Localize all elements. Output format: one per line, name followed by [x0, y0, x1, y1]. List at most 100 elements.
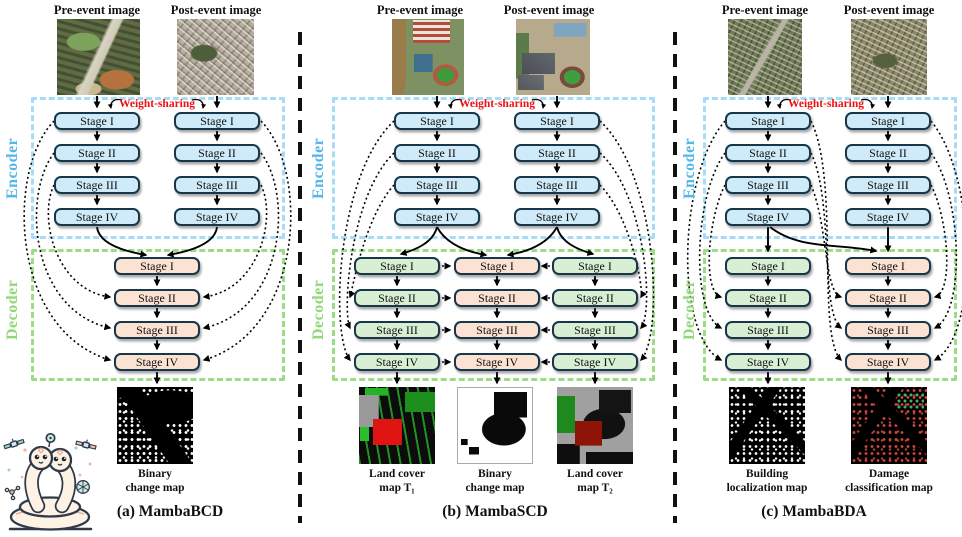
encoder-stage-box: Stage IV [845, 208, 931, 226]
decoder-stage-box: Stage III [725, 321, 811, 339]
satellite-icon [3, 438, 25, 450]
decoder-stage-box: Stage I [552, 257, 638, 275]
encoder-stage-box: Stage III [174, 176, 260, 194]
encoder-stage-box: Stage II [54, 144, 140, 162]
post-event-image-label: Post-event image [170, 3, 262, 17]
output-label-line: Damage [868, 468, 910, 480]
panel-b-caption: (b) MambaSCD [442, 503, 548, 520]
binary-change-map-image [457, 387, 533, 464]
encoder-stage-box: Stage III [394, 176, 480, 194]
encoder-stage-box: Stage III [514, 176, 600, 194]
encoder-stage-box: Stage III [54, 176, 140, 194]
decoder-stage-box: Stage I [354, 257, 440, 275]
pre-event-satellite-image [57, 19, 140, 95]
encoder-stage-box: Stage II [394, 144, 480, 162]
decoder-stage-box: Stage I [454, 257, 540, 275]
weight-sharing-label: Weight-sharing [787, 98, 865, 110]
panel-a-caption: (a) MambaBCD [116, 503, 224, 520]
decoder-stage-box: Stage IV [114, 353, 200, 371]
pre-event-image-label: Pre-event image [376, 3, 464, 17]
encoder-stage-box: Stage IV [725, 208, 811, 226]
land-cover-map-t1-image [359, 387, 435, 464]
encoder-stage-box: Stage II [174, 144, 260, 162]
decoder-stage-box: Stage II [354, 289, 440, 307]
output-label-line: localization map [726, 482, 808, 495]
encoder-stage-box: Stage II [725, 144, 811, 162]
decoder-stage-box: Stage III [114, 321, 200, 339]
weight-sharing-label: Weight-sharing [118, 98, 196, 110]
output-label-line: map T₂ [577, 482, 613, 495]
building-localization-map-image [729, 387, 805, 464]
encoder-stage-box: Stage I [54, 112, 140, 130]
molecule-icon [4, 485, 21, 501]
output-label: Land cover map T₁ [369, 467, 425, 495]
pre-event-satellite-image [392, 19, 464, 95]
decoder-stage-box: Stage II [845, 289, 931, 307]
decoder-stage-box: Stage II [454, 289, 540, 307]
land-cover-map-t2-image [557, 387, 633, 464]
panel-c-caption: (c) MambaBDA [761, 503, 867, 520]
output-label-line: Binary [138, 468, 172, 480]
encoder-stage-box: Stage IV [54, 208, 140, 226]
pre-event-image-label: Pre-event image [721, 3, 809, 17]
decoder-stage-box: Stage III [354, 321, 440, 339]
encoder-stage-box: Stage IV [174, 208, 260, 226]
decoder-stage-box: Stage II [552, 289, 638, 307]
undamaged-buildings-patch [896, 392, 924, 409]
post-event-satellite-image [516, 19, 590, 95]
encoder-stage-box: Stage IV [394, 208, 480, 226]
decoder-label: Decoder [681, 279, 698, 341]
binary-change-map-image [117, 387, 193, 464]
decoder-stage-box: Stage IV [354, 353, 440, 371]
decoder-stage-box: Stage II [725, 289, 811, 307]
encoder-stage-box: Stage II [514, 144, 600, 162]
output-label-line: change map [465, 482, 525, 495]
output-label-line: Binary [478, 468, 512, 480]
encoder-label: Encoder [310, 137, 327, 199]
encoder-stage-box: Stage IV [514, 208, 600, 226]
decoder-stage-box: Stage IV [725, 353, 811, 371]
decoder-stage-box: Stage III [454, 321, 540, 339]
output-label: Building localization map [727, 467, 808, 495]
encoder-stage-box: Stage III [845, 176, 931, 194]
encoder-stage-box: Stage I [174, 112, 260, 130]
post-event-satellite-image [851, 19, 927, 95]
output-label-line: Land cover [369, 468, 425, 480]
decoder-label: Decoder [4, 279, 21, 341]
output-label-line: map T₁ [379, 482, 415, 495]
output-label-line: classification map [845, 482, 933, 495]
encoder-stage-box: Stage I [514, 112, 600, 130]
output-label-line: change map [125, 482, 185, 495]
pre-event-image-label: Pre-event image [53, 3, 141, 17]
encoder-stage-box: Stage I [845, 112, 931, 130]
output-label-line: Building [745, 468, 789, 480]
decoder-stage-box: Stage I [845, 257, 931, 275]
decoder-stage-box: Stage IV [845, 353, 931, 371]
encoder-stage-box: Stage II [845, 144, 931, 162]
encoder-label: Encoder [4, 137, 21, 199]
post-event-image-label: Post-event image [503, 3, 595, 17]
encoder-label: Encoder [681, 137, 698, 199]
fan-icon [76, 480, 90, 494]
decoder-stage-box: Stage II [114, 289, 200, 307]
post-event-image-label: Post-event image [843, 3, 935, 17]
pre-event-satellite-image [728, 19, 802, 95]
decoder-stage-box: Stage III [552, 321, 638, 339]
mamba-snakes-logo-icon [3, 432, 97, 531]
post-event-satellite-image [177, 19, 254, 95]
decoder-stage-box: Stage IV [454, 353, 540, 371]
encoder-stage-box: Stage I [394, 112, 480, 130]
weight-sharing-label: Weight-sharing [458, 98, 536, 110]
decoder-label: Decoder [310, 279, 327, 341]
output-label: Binary change map [125, 467, 184, 495]
satellite-icon [75, 439, 97, 450]
encoder-dashed-box [332, 97, 655, 239]
decoder-stage-box: Stage I [725, 257, 811, 275]
decoder-stage-box: Stage IV [552, 353, 638, 371]
damage-classification-map-image [851, 387, 927, 464]
output-label: Damage classification map [845, 467, 933, 495]
decoder-stage-box: Stage III [845, 321, 931, 339]
encoder-stage-box: Stage I [725, 112, 811, 130]
